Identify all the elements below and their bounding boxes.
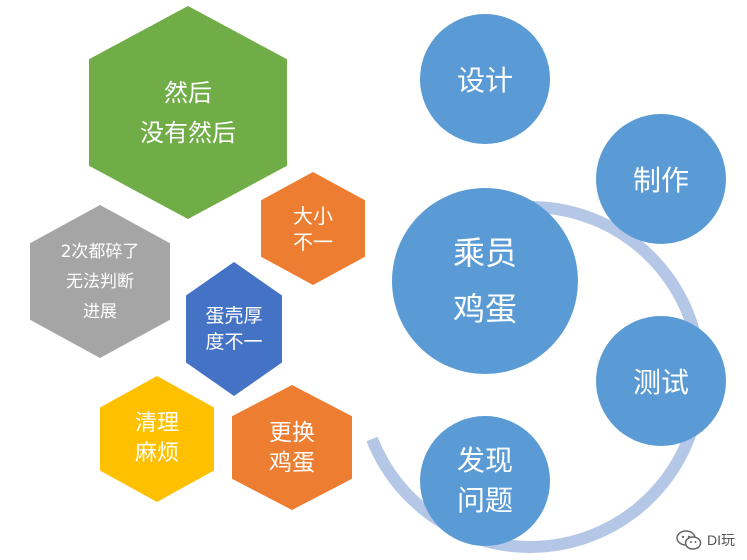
- circle-test-label: 测试: [632, 366, 689, 399]
- circle-issues-line-2: 问题: [456, 484, 513, 517]
- circle-center-line-1: 乘员: [452, 234, 517, 272]
- circle-make: 制作: [596, 114, 726, 244]
- watermark-text: DI玩: [707, 532, 735, 548]
- circle-design-label: 设计: [456, 64, 513, 97]
- hex-replace-line-1: 更换: [269, 419, 315, 446]
- hex-cleanup-line-2: 麻烦: [134, 441, 179, 466]
- circle-design: 设计: [420, 14, 550, 144]
- hex-broken-line-3: 进展: [83, 301, 117, 322]
- watermark: DI玩: [676, 530, 735, 550]
- hex-then-line-1: 然后: [164, 78, 212, 107]
- hex-size: 大小 不一: [261, 172, 365, 285]
- circle-center-line-2: 鸡蛋: [452, 290, 517, 328]
- hex-shell-line-2: 度不一: [205, 331, 263, 353]
- hex-size-line-2: 不一: [293, 229, 333, 254]
- circle-center: 乘员 鸡蛋: [392, 188, 578, 374]
- hex-cleanup: 清理 麻烦: [100, 376, 214, 502]
- circle-make-label: 制作: [632, 164, 689, 197]
- hex-broken-line-1: 2次都碎了: [60, 241, 140, 262]
- circle-issues: 发现 问题: [420, 416, 550, 546]
- hex-replace-line-2: 鸡蛋: [269, 449, 315, 476]
- hex-then: 然后 没有然后: [89, 6, 287, 219]
- hex-size-line-1: 大小: [293, 203, 333, 228]
- hex-shell-line-1: 蛋壳厚: [205, 305, 263, 327]
- hex-broken-line-2: 无法判断: [66, 271, 134, 292]
- hex-then-line-2: 没有然后: [140, 118, 236, 147]
- circle-test: 测试: [596, 316, 726, 446]
- hex-cleanup-line-1: 清理: [134, 411, 179, 436]
- hex-shell: 蛋壳厚 度不一: [186, 262, 282, 396]
- wechat-icon: [676, 530, 702, 550]
- circle-issues-line-1: 发现: [456, 444, 513, 477]
- hex-replace: 更换 鸡蛋: [232, 385, 352, 510]
